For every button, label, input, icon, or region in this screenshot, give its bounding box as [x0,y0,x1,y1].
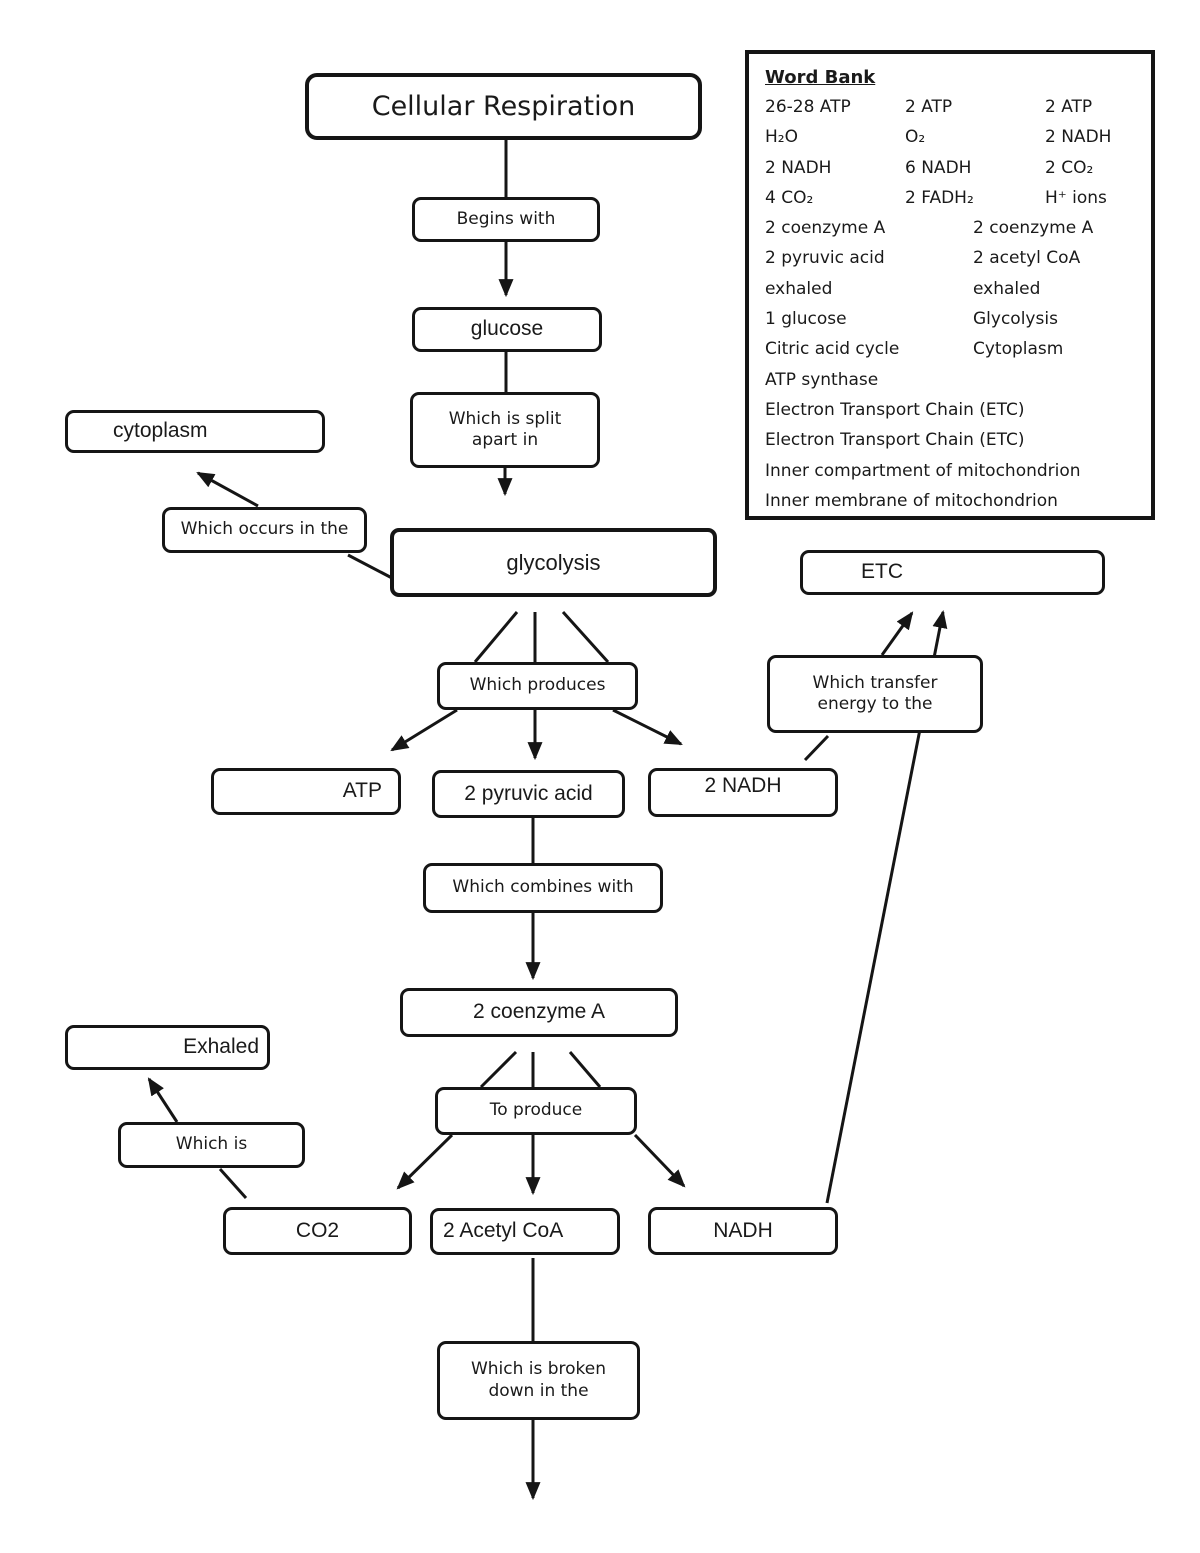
node-label: ATP [342,779,382,803]
node-label-line2: down in the [488,1380,589,1401]
node-co2: CO2 [223,1207,412,1255]
word-bank-item: exhaled [973,278,1041,299]
node-label: CO2 [295,1218,340,1242]
page-title: Cellular Respiration [371,90,636,122]
word-bank-item: Inner membrane of mitochondrion [765,490,1058,511]
word-bank-item: 2 ATP [905,97,953,117]
node-label: 2 NADH [704,774,782,797]
word-bank-item: 1 glucose [765,309,847,330]
arrow-which-occurs-to-cytoplasm [196,471,259,508]
node-cytoplasm: cytoplasm [65,410,325,453]
arrow-which-transfer-to-etc [880,611,914,656]
word-bank-item: Glycolysis [973,309,1058,330]
node-label: ETC [861,560,903,584]
node-label: Begins with [456,208,556,229]
arrow-to-produce-to-nadh [633,1133,686,1188]
line-coenzyme-to-to-produce-right [568,1051,602,1088]
node-etc: ETC [800,550,1105,595]
word-bank-item: 2 pyruvic acid [765,248,885,269]
word-bank-item: 6 NADH [905,157,972,178]
node-label: NADH [713,1218,773,1242]
word-bank-title: Word Bank [765,67,876,88]
node-glucose: glucose [412,307,602,352]
word-bank-item: Cytoplasm [973,339,1064,360]
node-label: 2 pyruvic acid [464,781,593,805]
line-coenzyme-to-to-produce-left [479,1050,518,1089]
node-exhaled: Exhaled [65,1025,270,1070]
word-bank-item: 2 acetyl CoA [973,248,1081,269]
word-bank-item: 26-28 ATP [765,97,851,117]
word-bank-item: 2 coenzyme A [973,218,1094,239]
word-bank-full-rows: ATP synthase Electron Transport Chain (E… [765,365,1151,516]
node-begins-with: Begins with [412,197,600,242]
arrow-which-produces-to-2nadh [612,708,683,746]
node-label-line1: Which transfer [812,672,938,693]
word-bank-item: 2 NADH [765,157,832,178]
node-label: glucose [470,317,544,341]
word-bank-item: Inner compartment of mitochondrion [765,460,1081,481]
node-which-transfer-energy: Which transfer energy to the [767,655,983,733]
title-cellular-respiration: Cellular Respiration [305,73,702,140]
word-bank-item: O₂ [905,127,926,148]
word-bank-grid-2col: 2 coenzyme A 2 coenzyme A 2 pyruvic acid… [765,213,1151,364]
word-bank-item: Electron Transport Chain (ETC) [765,430,1025,451]
word-bank-item: 2 ATP [1045,97,1093,117]
word-bank-item: Citric acid cycle [765,339,900,360]
node-label-line2: energy to the [817,694,933,714]
node-label-line2: apart in [471,430,539,450]
word-bank-item: 2 CO₂ [1045,157,1094,178]
node-glycolysis: glycolysis [390,528,717,597]
word-bank-item: exhaled [765,278,833,299]
node-label: glycolysis [506,549,601,575]
line-2nadh-to-which-transfer [803,734,830,762]
arrow-to-produce-to-co2 [396,1133,454,1190]
node-label-line1: Which is broken [470,1359,607,1380]
word-bank-item: H₂O [765,127,798,148]
line-co2-to-which-is [218,1167,248,1200]
arrow-which-is-to-exhaled [147,1077,179,1123]
node-which-is: Which is [118,1122,305,1168]
word-bank-item: H⁺ ions [1045,187,1107,208]
word-bank-item: 4 CO₂ [765,187,814,208]
node-label: Exhaled [183,1035,259,1059]
line-glycolysis-to-which-occurs [347,553,393,580]
node-label: Which combines with [452,877,634,898]
node-label: cytoplasm [113,419,208,443]
node-label: Which is [175,1134,248,1155]
arrow-which-produces-to-atp [390,708,458,752]
node-label: To produce [489,1100,583,1121]
node-which-is-split-apart-in: Which is split apart in [410,392,600,468]
node-which-is-broken-down: Which is broken down in the [437,1341,640,1420]
node-label-line1: Which is split [448,408,562,429]
node-atp: ATP [211,768,401,815]
node-2-acetyl-coa: 2 Acetyl CoA [430,1208,620,1255]
node-to-produce: To produce [435,1087,637,1135]
word-bank-item: 2 coenzyme A [765,218,886,239]
word-bank-grid-3col: 26-28 ATP 2 ATP 2 ATP H₂O O₂ 2 NADH 2 NA… [765,92,1151,213]
word-bank-item: ATP synthase [765,369,879,390]
node-which-occurs-in-the: Which occurs in the [162,507,367,553]
node-label: Which produces [469,675,606,696]
node-2-nadh: 2 NADH [648,768,838,817]
node-label: Which occurs in the [180,519,349,540]
node-nadh: NADH [648,1207,838,1255]
line-glycolysis-to-which-produces-left [473,611,519,663]
word-bank-item: 2 FADH₂ [905,187,974,208]
node-label: 2 Acetyl CoA [443,1219,564,1243]
node-2-coenzyme-a: 2 coenzyme A [400,988,678,1037]
word-bank: Word Bank 26-28 ATP 2 ATP 2 ATP H₂O O₂ 2… [745,50,1155,520]
node-label: 2 coenzyme A [473,1000,605,1024]
node-which-produces: Which produces [437,662,638,710]
word-bank-item: Electron Transport Chain (ETC) [765,399,1025,420]
line-glycolysis-to-which-produces-right [561,610,610,664]
node-2-pyruvic-acid: 2 pyruvic acid [432,770,625,818]
node-which-combines-with: Which combines with [423,863,663,913]
word-bank-item: 2 NADH [1045,127,1112,148]
